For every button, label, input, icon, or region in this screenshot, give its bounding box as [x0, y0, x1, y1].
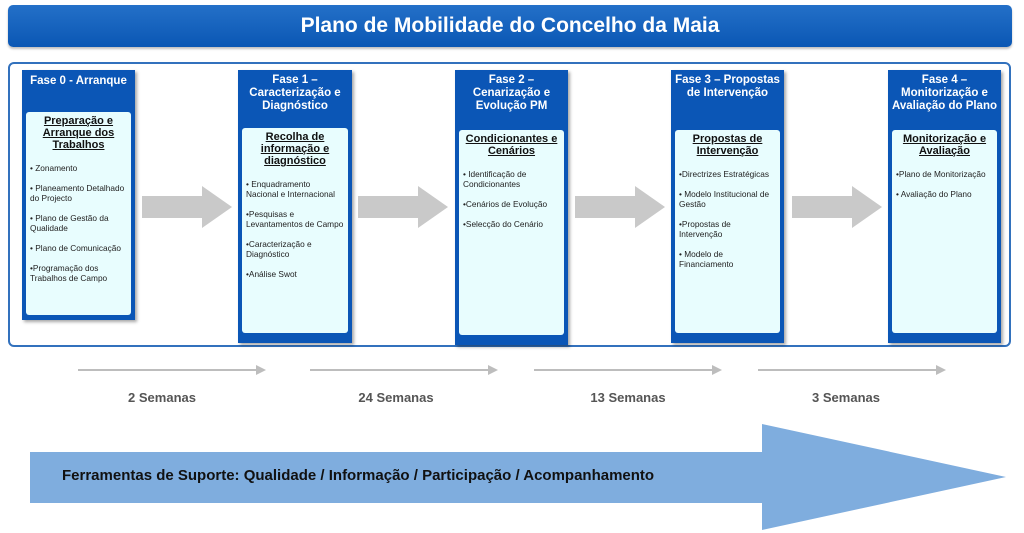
duration-label: 3 Semanas [812, 390, 880, 405]
phase-body-title: Monitorização e Avaliação [902, 133, 987, 157]
phase-item: • Identificação de Condicionantes [463, 169, 527, 189]
phase-item: • Modelo Institucional de Gestão [679, 189, 770, 209]
phase-header: Fase 2 – Cenarização e Evolução PM [472, 74, 551, 112]
phase-item: •Programação dos Trabalhos de Campo [30, 263, 108, 283]
phase-item: •Cenários de Evolução [463, 199, 548, 209]
phase-4: Fase 4 – Monitorização e Avaliação do Pl… [888, 70, 1001, 343]
duration-label: 2 Semanas [128, 390, 196, 405]
phase-item: •Propostas de Intervenção [679, 219, 731, 239]
timeline-arrow-icon [758, 365, 946, 375]
phase-item: • Planeamento Detalhado do Projecto [30, 183, 125, 203]
phase-item: •Pesquisas e Levantamentos de Campo [246, 209, 344, 229]
phase-arrow-icon [575, 186, 665, 228]
phase-arrow-icon [792, 186, 882, 228]
timeline-arrow-icon [534, 365, 722, 375]
phase-header: Fase 3 – Propostas de Intervenção [675, 74, 780, 99]
phase-header: Fase 1 – Caracterização e Diagnóstico [249, 74, 341, 112]
phase-body: Recolha de informação e diagnóstico • En… [242, 128, 348, 333]
phase-body: Propostas de Intervenção •Directrizes Es… [675, 130, 780, 333]
phase-item: • Zonamento [30, 163, 78, 173]
phase-item: • Avaliação do Plano [896, 189, 972, 199]
phase-body: Preparação e Arranque dos Trabalhos • Zo… [26, 112, 131, 315]
support-tools-label: Ferramentas de Suporte: Qualidade / Info… [62, 467, 655, 484]
phase-body: Condicionantes e Cenários • Identificaçã… [459, 130, 564, 335]
phase-item: • Plano de Comunicação [30, 243, 121, 253]
phase-item: •Caracterização e Diagnóstico [246, 239, 312, 259]
phase-item: •Directrizes Estratégicas [679, 169, 770, 179]
phase-body: Monitorização e Avaliação •Plano de Moni… [892, 130, 997, 333]
duration-label: 13 Semanas [590, 390, 666, 405]
title-bar: Plano de Mobilidade do Concelho da Maia [8, 5, 1012, 47]
phase-item: •Análise Swot [246, 269, 297, 279]
phase-body-title: Preparação e Arranque dos Trabalhos [42, 115, 115, 151]
phase-header: Fase 4 – Monitorização e Avaliação do Pl… [891, 74, 998, 112]
phase-item: •Selecção do Cenário [463, 219, 543, 229]
phase-item: • Plano de Gestão da Qualidade [30, 213, 109, 233]
timeline-arrow-icon [78, 365, 266, 375]
phase-2: Fase 2 – Cenarização e Evolução PM Condi… [455, 70, 568, 345]
phase-arrow-icon [358, 186, 448, 228]
phase-item: • Enquadramento Nacional e Internacional [246, 179, 336, 199]
phase-body-title: Propostas de Intervenção [692, 133, 763, 157]
duration-label: 24 Semanas [358, 390, 434, 405]
phase-3: Fase 3 – Propostas de Intervenção Propos… [671, 70, 784, 343]
phase-header: Fase 0 - Arranque [30, 75, 127, 87]
page-title: Plano de Mobilidade do Concelho da Maia [300, 14, 720, 37]
phase-0: Fase 0 - Arranque Preparação e Arranque … [22, 70, 135, 320]
phase-1: Fase 1 – Caracterização e Diagnóstico Re… [238, 70, 352, 343]
timeline-arrow-icon [310, 365, 498, 375]
phase-arrow-icon [142, 186, 232, 228]
phase-item: •Plano de Monitorização [896, 169, 986, 179]
phase-body-title: Recolha de informação e diagnóstico [260, 131, 330, 167]
phase-body-title: Condicionantes e Cenários [465, 133, 558, 157]
support-arrow-icon [30, 424, 1006, 530]
phase-item: • Modelo de Financiamento [679, 249, 734, 269]
